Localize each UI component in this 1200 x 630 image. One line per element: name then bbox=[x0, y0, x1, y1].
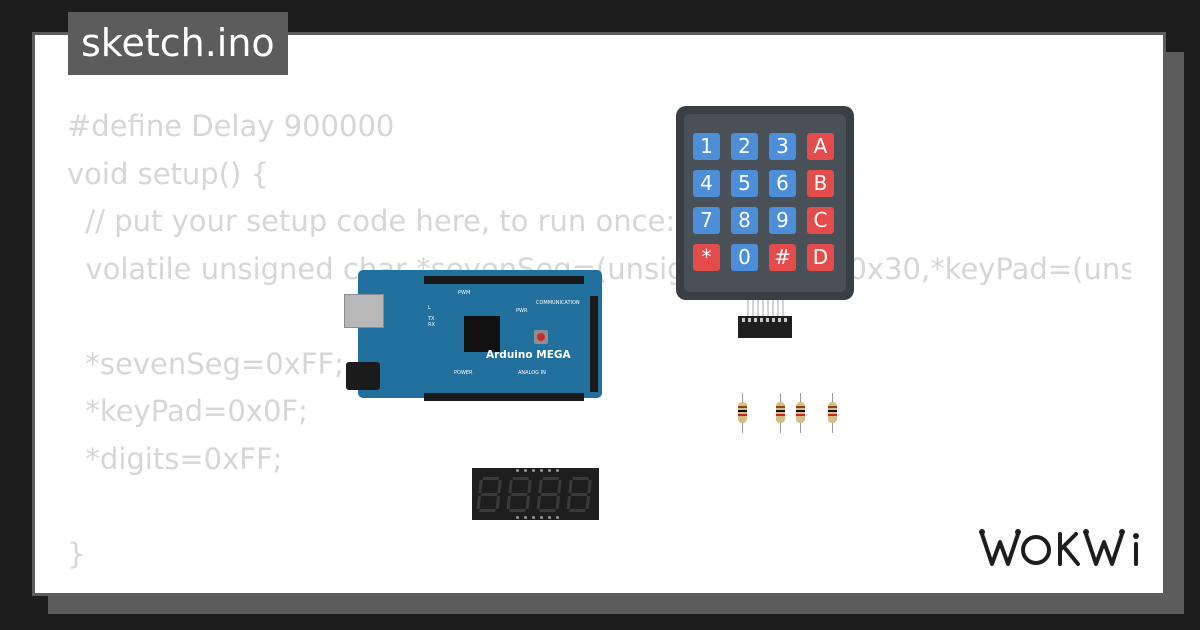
display-pin bbox=[524, 469, 527, 472]
power-jack bbox=[346, 362, 380, 390]
display-pin bbox=[516, 469, 519, 472]
display-pin bbox=[548, 469, 551, 472]
display-pin bbox=[540, 469, 543, 472]
key-9[interactable]: 9 bbox=[769, 207, 796, 234]
key-3[interactable]: 3 bbox=[769, 133, 796, 160]
digital-header-top bbox=[424, 276, 584, 284]
code-line: *keyPad=0x0F; bbox=[67, 394, 308, 428]
wokwi-logo bbox=[979, 529, 1139, 566]
usb-port bbox=[344, 294, 384, 328]
arduino-mega-board[interactable]: PWM COMMUNICATION POWER ANALOG IN L TX R… bbox=[328, 238, 610, 404]
key-8[interactable]: 8 bbox=[731, 207, 758, 234]
led-label-l: L bbox=[428, 305, 431, 311]
code-line bbox=[67, 483, 1131, 531]
code-line: } bbox=[67, 536, 86, 571]
communication-label: COMMUNICATION bbox=[536, 300, 580, 306]
digit-1 bbox=[476, 477, 502, 512]
display-pin bbox=[516, 516, 519, 519]
pwm-label: PWM bbox=[458, 290, 471, 296]
analog-header-bottom bbox=[424, 393, 584, 401]
key-C[interactable]: C bbox=[807, 207, 834, 234]
code-listing: #define Delay 900000 void setup() { // pu… bbox=[67, 103, 1131, 578]
key-B[interactable]: B bbox=[807, 170, 834, 197]
resistor-1[interactable] bbox=[738, 393, 747, 433]
key-A[interactable]: A bbox=[807, 133, 834, 160]
reset-button[interactable] bbox=[534, 330, 548, 344]
board-label: Arduino MEGA bbox=[486, 349, 571, 361]
led-label-rx: RX bbox=[428, 322, 435, 328]
file-title: sketch.ino bbox=[68, 12, 288, 75]
seven-segment-display[interactable] bbox=[472, 468, 599, 520]
key-4[interactable]: 4 bbox=[693, 170, 720, 197]
display-pin bbox=[556, 516, 559, 519]
key-2[interactable]: 2 bbox=[731, 133, 758, 160]
digit-4 bbox=[566, 477, 592, 512]
power-label: POWER bbox=[454, 370, 473, 376]
code-line: *digits=0xFF; bbox=[67, 441, 283, 476]
display-pin bbox=[548, 516, 551, 519]
side-header bbox=[590, 296, 598, 392]
code-line: #define Delay 900000 bbox=[67, 109, 395, 143]
display-pin bbox=[532, 516, 535, 519]
code-line: // put your setup code here, to run once… bbox=[67, 204, 676, 238]
display-pin bbox=[556, 469, 559, 472]
key-#[interactable]: # bbox=[769, 244, 796, 271]
key-1[interactable]: 1 bbox=[693, 133, 720, 160]
code-line: *sevenSeg=0xFF; bbox=[67, 346, 344, 381]
key-*[interactable]: * bbox=[693, 244, 720, 271]
digit-3 bbox=[536, 477, 562, 512]
display-pin bbox=[532, 469, 535, 472]
key-5[interactable]: 5 bbox=[731, 170, 758, 197]
key-7[interactable]: 7 bbox=[693, 207, 720, 234]
code-line: void setup() { bbox=[67, 156, 269, 191]
display-pin bbox=[524, 516, 527, 519]
key-0[interactable]: 0 bbox=[731, 244, 758, 271]
pwr-label: PWR bbox=[516, 308, 528, 314]
resistor-4[interactable] bbox=[828, 393, 837, 433]
microcontroller-chip bbox=[464, 316, 500, 352]
keypad-connector bbox=[738, 316, 792, 338]
analog-in-label: ANALOG IN bbox=[518, 370, 546, 376]
led-label-tx: TX bbox=[428, 316, 435, 322]
display-pin bbox=[540, 516, 543, 519]
seven-segment-digits bbox=[476, 477, 592, 512]
key-6[interactable]: 6 bbox=[769, 170, 796, 197]
resistor-2[interactable] bbox=[776, 393, 785, 433]
digit-2 bbox=[506, 477, 532, 512]
keypad-ribbon-cable bbox=[747, 300, 784, 318]
resistor-3[interactable] bbox=[796, 393, 805, 433]
key-D[interactable]: D bbox=[807, 244, 834, 271]
